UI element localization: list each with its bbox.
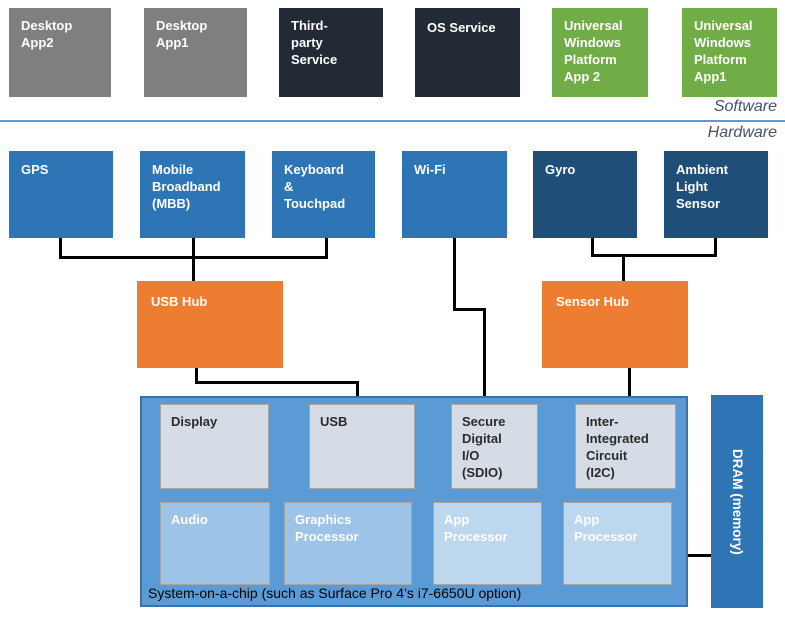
soc-port-usb: USB [309, 404, 415, 489]
connector-wifi-down [453, 238, 456, 311]
box-ambient-light-sensor: Ambient Light Sensor [664, 151, 768, 238]
connector-bus-sensorhub [622, 254, 625, 282]
software-hardware-divider [0, 120, 785, 122]
connector-mbb-usbhub [192, 238, 195, 282]
connector-soc-dram [684, 554, 712, 557]
software-layer-label: Software [713, 98, 777, 115]
connector-usbhub-usbport [356, 381, 359, 405]
box-uwp-app2: Universal Windows Platform App 2 [552, 8, 648, 97]
box-gps: GPS [9, 151, 113, 238]
soc-caption: System-on-a-chip (such as Surface Pro 4’… [148, 585, 522, 601]
box-uwp-app1: Universal Windows Platform App1 [682, 8, 777, 97]
soc-port-sdio: Secure Digital I/O (SDIO) [451, 404, 538, 489]
box-desktop-app2: Desktop App2 [9, 8, 111, 97]
connector-sensor-bus [591, 254, 717, 257]
soc-port-i2c: Inter- Integrated Circuit (I2C) [575, 404, 676, 489]
box-dram: DRAM (memory) [711, 395, 763, 608]
soc-port-display: Display [160, 404, 269, 489]
connector-gps-drop [59, 238, 62, 259]
connector-usbhub-horizontal [195, 381, 359, 384]
connector-als-drop [714, 238, 717, 257]
box-gyro: Gyro [533, 151, 637, 238]
connector-usbhub-down [195, 368, 198, 384]
hardware-layer-label: Hardware [707, 124, 777, 141]
box-os-service: OS Service [415, 8, 520, 97]
soc-processor-app-2: App Processor [563, 502, 672, 585]
soc-box: Display USB Secure Digital I/O (SDIO) In… [140, 396, 688, 607]
box-sensor-hub: Sensor Hub [542, 281, 688, 368]
soc-processor-audio: Audio [160, 502, 270, 585]
connector-keyboard-drop [325, 238, 328, 259]
box-desktop-app1: Desktop App1 [144, 8, 247, 97]
box-mobile-broadband: Mobile Broadband (MBB) [140, 151, 245, 238]
connector-usb-bus [59, 256, 328, 259]
box-third-party-service: Third- party Service [279, 8, 383, 97]
soc-processor-graphics: Graphics Processor [284, 502, 412, 585]
connector-wifi-jog [453, 308, 486, 311]
connector-sensorhub-i2c [628, 368, 631, 405]
connector-wifi-sdio [483, 308, 486, 405]
box-wifi: Wi-Fi [402, 151, 507, 238]
box-keyboard-touchpad: Keyboard & Touchpad [272, 151, 375, 238]
soc-processor-app-1: App Processor [433, 502, 542, 585]
connector-gyro-drop [591, 238, 594, 257]
box-usb-hub: USB Hub [137, 281, 283, 368]
